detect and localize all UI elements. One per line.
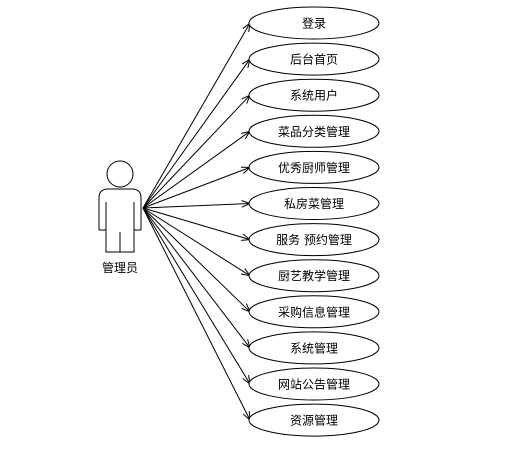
use-case: 优秀厨师管理 — [248, 150, 380, 184]
use-case-ellipse — [248, 114, 380, 148]
use-case-ellipse — [248, 259, 380, 293]
use-case-ellipse — [248, 6, 380, 40]
stick-person-icon — [98, 160, 142, 253]
use-case: 系统管理 — [248, 331, 380, 365]
use-case: 资源管理 — [248, 403, 380, 437]
use-case-label: 网站公告管理 — [278, 377, 350, 392]
use-case: 采购信息管理 — [248, 295, 380, 329]
association-line — [142, 166, 251, 209]
use-case-label: 优秀厨师管理 — [278, 160, 350, 175]
use-case-ellipse — [248, 295, 380, 329]
use-case-ellipse — [248, 331, 380, 365]
use-case: 后台首页 — [248, 42, 380, 76]
use-case-label: 后台首页 — [290, 52, 338, 67]
use-case-label: 采购信息管理 — [278, 304, 350, 319]
association-line — [142, 207, 251, 277]
use-case: 厨艺教学管理 — [248, 259, 380, 293]
actor-label: 管理员 — [102, 260, 138, 275]
use-case-ellipse — [248, 187, 380, 220]
association-line — [142, 58, 251, 209]
use-case-label: 菜品分类管理 — [278, 124, 350, 139]
use-case-ellipse — [248, 42, 380, 76]
use-case-ellipse — [248, 367, 380, 401]
use-case-ellipse — [248, 403, 380, 437]
use-case: 登录 — [248, 6, 380, 40]
association-line — [142, 207, 251, 241]
use-case-label: 厨艺教学管理 — [278, 268, 350, 283]
association-line — [142, 207, 251, 349]
association-line — [142, 207, 251, 385]
association-line — [142, 203, 251, 209]
association-line — [142, 94, 251, 209]
use-case: 网站公告管理 — [248, 367, 380, 401]
use-case: 菜品分类管理 — [248, 114, 380, 148]
use-case-ellipse — [248, 223, 380, 257]
actor-administrator: 管理员 — [98, 160, 142, 275]
use-case-label: 资源管理 — [290, 413, 338, 428]
use-case-label: 登录 — [302, 16, 326, 31]
association-line — [142, 207, 251, 313]
association-line — [142, 22, 251, 209]
use-case-label: 系统用户 — [290, 88, 338, 103]
use-case-ellipse — [248, 150, 380, 184]
use-case-label: 服务 预约管理 — [276, 232, 352, 247]
association-arrows — [142, 21, 252, 422]
association-line — [142, 207, 251, 421]
association-line — [142, 130, 251, 209]
use-case: 服务 预约管理 — [248, 223, 380, 257]
use-case: 系统用户 — [248, 78, 380, 112]
use-case: 私房菜管理 — [248, 187, 380, 220]
use-case-label: 私房菜管理 — [284, 196, 344, 211]
use-case-ellipse — [248, 78, 380, 112]
use-case-label: 系统管理 — [290, 340, 338, 355]
